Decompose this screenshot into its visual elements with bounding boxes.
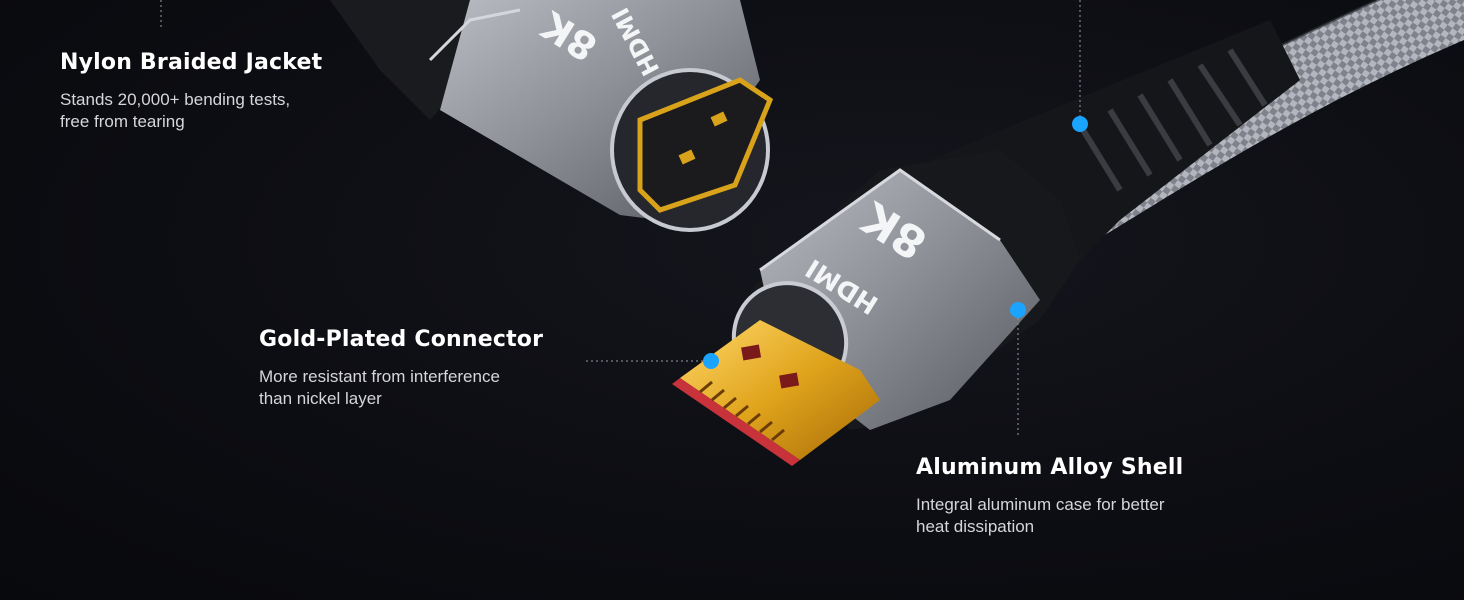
feature-aluminum-alloy-shell: Aluminum Alloy Shell Integral aluminum c…: [916, 455, 1206, 538]
feature-description: Stands 20,000+ bending tests, free from …: [60, 89, 360, 133]
feature-gold-plated-connector: Gold-Plated Connector More resistant fro…: [259, 327, 549, 410]
callout-nylon: [160, 0, 1088, 132]
feature-description: More resistant from interference than ni…: [259, 366, 549, 410]
feature-description-line: than nickel layer: [259, 389, 382, 408]
feature-description-line: More resistant from interference: [259, 367, 500, 386]
callout-alloy: [1010, 302, 1026, 436]
callout-dot-nylon: [1072, 116, 1088, 132]
feature-description-line: heat dissipation: [916, 517, 1035, 536]
feature-description-line: Integral aluminum case for better: [916, 495, 1165, 514]
feature-title: Nylon Braided Jacket: [60, 50, 323, 75]
female-connector: 8K HDMI: [330, 0, 774, 232]
feature-title: Aluminum Alloy Shell: [916, 455, 1184, 480]
callout-dot-gold: [703, 353, 719, 369]
feature-description-line: Stands 20,000+ bending tests,: [60, 90, 291, 109]
callout-dot-alloy: [1010, 302, 1026, 318]
feature-description: Integral aluminum case for better heat d…: [916, 494, 1206, 538]
feature-title: Gold-Plated Connector: [259, 327, 544, 352]
feature-description-line: free from tearing: [60, 112, 185, 131]
feature-nylon-braided-jacket: Nylon Braided Jacket Stands 20,000+ bend…: [60, 50, 360, 133]
callout-gold: [586, 353, 719, 369]
gold-plug: [672, 320, 880, 466]
